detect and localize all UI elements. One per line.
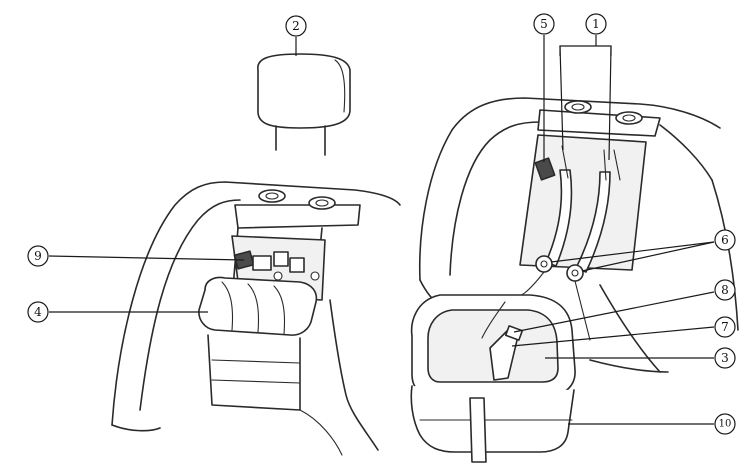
- callout-2: 2: [285, 15, 307, 56]
- callout-3-label: 3: [721, 351, 729, 365]
- callout-3: 3: [545, 347, 736, 369]
- callout-7: 7: [511, 316, 736, 347]
- callout-6: 6: [550, 229, 736, 272]
- callout-9-label: 9: [34, 249, 42, 263]
- callout-8-label: 8: [721, 283, 729, 297]
- callout-4-label: 4: [34, 305, 42, 319]
- callout-5: 5: [533, 13, 555, 162]
- ski-bag-cover: [410, 294, 576, 396]
- left-seatback: [111, 181, 401, 456]
- headrest: [257, 53, 351, 156]
- callout-10: 10: [568, 413, 736, 435]
- callout-1: 1: [559, 13, 612, 161]
- callout-2-label: 2: [292, 19, 300, 33]
- callout-10-label: 10: [719, 419, 732, 430]
- callout-9: 9: [27, 245, 245, 267]
- callout-8: 8: [513, 279, 736, 333]
- bag-pouch: [410, 385, 575, 463]
- right-seatback: [418, 97, 739, 373]
- callout-6-label: 6: [721, 233, 729, 247]
- callout-5-label: 5: [540, 17, 548, 31]
- callout-1-label: 1: [592, 17, 600, 31]
- callout-4: 4: [27, 301, 208, 323]
- callout-7-label: 7: [721, 320, 729, 334]
